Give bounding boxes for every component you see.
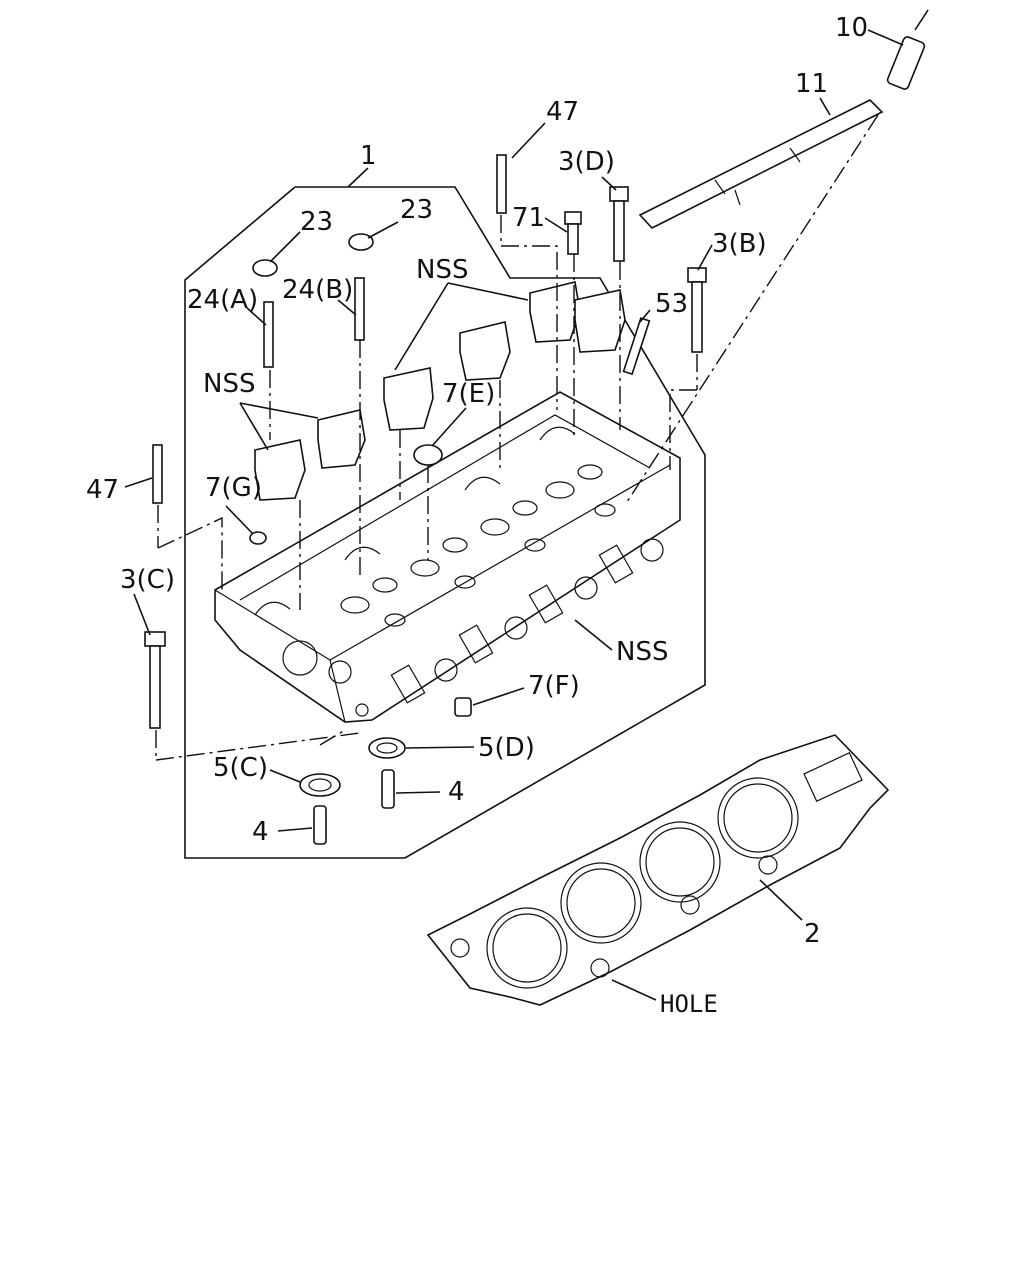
dowel-4-left: [313, 805, 327, 845]
label-nss-top: NSS: [416, 255, 468, 285]
bolt-3c: [144, 631, 166, 729]
callout-labels: 10 11 47 1 3(D) 23 23 71 3(B) NSS 24(A) …: [86, 13, 868, 1018]
seal-5c: [299, 773, 341, 797]
plug-7g: [249, 531, 267, 545]
stud-24a: [263, 301, 274, 368]
label-47-top: 47: [546, 97, 579, 127]
label-24a: 24(A): [187, 285, 258, 315]
plug-7f: [454, 697, 472, 717]
label-3b: 3(B): [712, 229, 767, 259]
glow-plug-harness: [638, 99, 884, 229]
label-nss-side: NSS: [616, 637, 668, 667]
camshaft-caps: [254, 281, 626, 501]
label-71: 71: [512, 203, 545, 233]
nut-23-left: [252, 259, 278, 277]
dowel-4-right: [381, 769, 395, 809]
label-3d: 3(D): [558, 147, 615, 177]
glow-plug: [886, 9, 929, 90]
label-47-left: 47: [86, 475, 119, 505]
stud-47-left: [152, 444, 163, 504]
label-2: 2: [804, 919, 821, 949]
label-23-right: 23: [400, 195, 433, 225]
stud-24b: [354, 277, 365, 341]
nut-23-right: [348, 233, 374, 251]
label-hole: HOLE: [660, 990, 718, 1018]
label-11: 11: [795, 69, 828, 99]
alignment-lines: [155, 114, 879, 761]
label-7e: 7(E): [442, 379, 495, 409]
leader-lines: [124, 29, 904, 1001]
cylinder-head: [214, 391, 681, 723]
bolt-3b: [687, 267, 707, 353]
bolt-3d: [609, 186, 629, 262]
label-7f: 7(F): [528, 671, 580, 701]
head-gasket: [426, 734, 890, 1006]
label-1: 1: [360, 141, 377, 171]
label-3c: 3(C): [120, 565, 175, 595]
label-7g: 7(G): [205, 473, 262, 503]
stud-53: [622, 317, 651, 376]
plug-7e: [413, 444, 443, 466]
label-23-left: 23: [300, 207, 333, 237]
valve-seats: [340, 464, 616, 627]
label-nss-left: NSS: [203, 369, 255, 399]
assembly-outline: [184, 186, 706, 859]
label-10: 10: [835, 13, 868, 43]
stud-47-top: [496, 154, 507, 214]
label-5c: 5(C): [213, 753, 268, 783]
label-4-left: 4: [252, 817, 269, 847]
seal-5d: [368, 737, 406, 759]
bolt-71: [564, 211, 582, 255]
label-24b: 24(B): [282, 275, 353, 305]
label-5d: 5(D): [478, 733, 535, 763]
label-53: 53: [655, 289, 688, 319]
label-4-right: 4: [448, 777, 465, 807]
